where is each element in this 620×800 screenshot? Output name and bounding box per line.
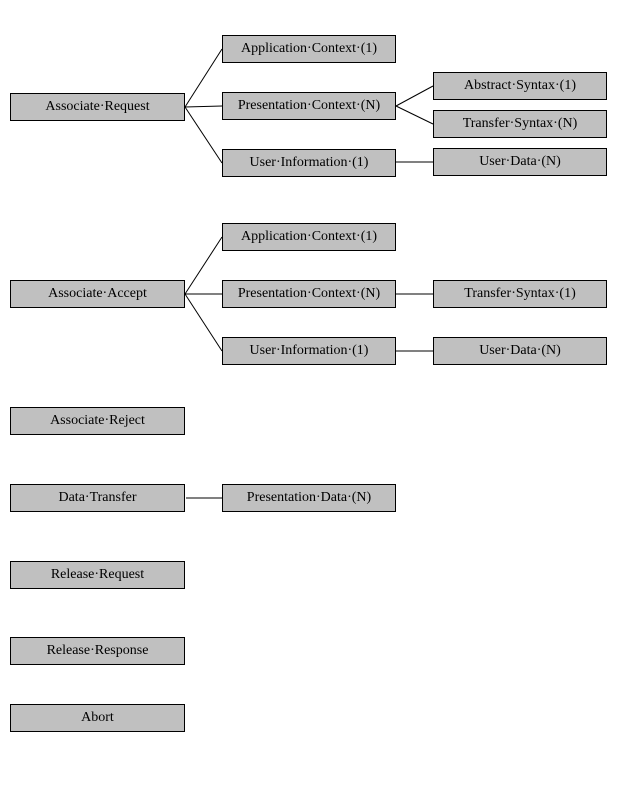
- node-presentation-data: Presentation·Data·(N): [222, 484, 396, 512]
- node-associate-request: Associate·Request: [10, 93, 185, 121]
- node-transfer-syntax-n: Transfer·Syntax·(N): [433, 110, 607, 138]
- connector-assoc-accept-app-context: [184, 236, 223, 295]
- node-user-data-2: User·Data·(N): [433, 337, 607, 365]
- connector-pres-context-abstract-syntax: [395, 85, 434, 107]
- node-presentation-context-2: Presentation·Context·(N): [222, 280, 396, 308]
- node-user-information-2: User·Information·(1): [222, 337, 396, 365]
- node-abstract-syntax: Abstract·Syntax·(1): [433, 72, 607, 100]
- node-associate-accept: Associate·Accept: [10, 280, 185, 308]
- connector-assoc-request-pres-context: [184, 105, 223, 108]
- connector-assoc-request-app-context: [184, 48, 223, 108]
- node-user-information-1: User·Information·(1): [222, 149, 396, 177]
- node-release-response: Release·Response: [10, 637, 185, 665]
- connector-pres-context-transfer-syntax: [395, 105, 434, 125]
- node-presentation-context-1: Presentation·Context·(N): [222, 92, 396, 120]
- node-abort: Abort: [10, 704, 185, 732]
- node-release-request: Release·Request: [10, 561, 185, 589]
- node-transfer-syntax-1: Transfer·Syntax·(1): [433, 280, 607, 308]
- node-application-context-1: Application·Context·(1): [222, 35, 396, 63]
- node-data-transfer: Data·Transfer: [10, 484, 185, 512]
- node-application-context-2: Application·Context·(1): [222, 223, 396, 251]
- connector-assoc-accept-user-info: [184, 293, 223, 352]
- node-user-data-1: User·Data·(N): [433, 148, 607, 176]
- connector-assoc-request-user-info: [184, 106, 223, 164]
- node-associate-reject: Associate·Reject: [10, 407, 185, 435]
